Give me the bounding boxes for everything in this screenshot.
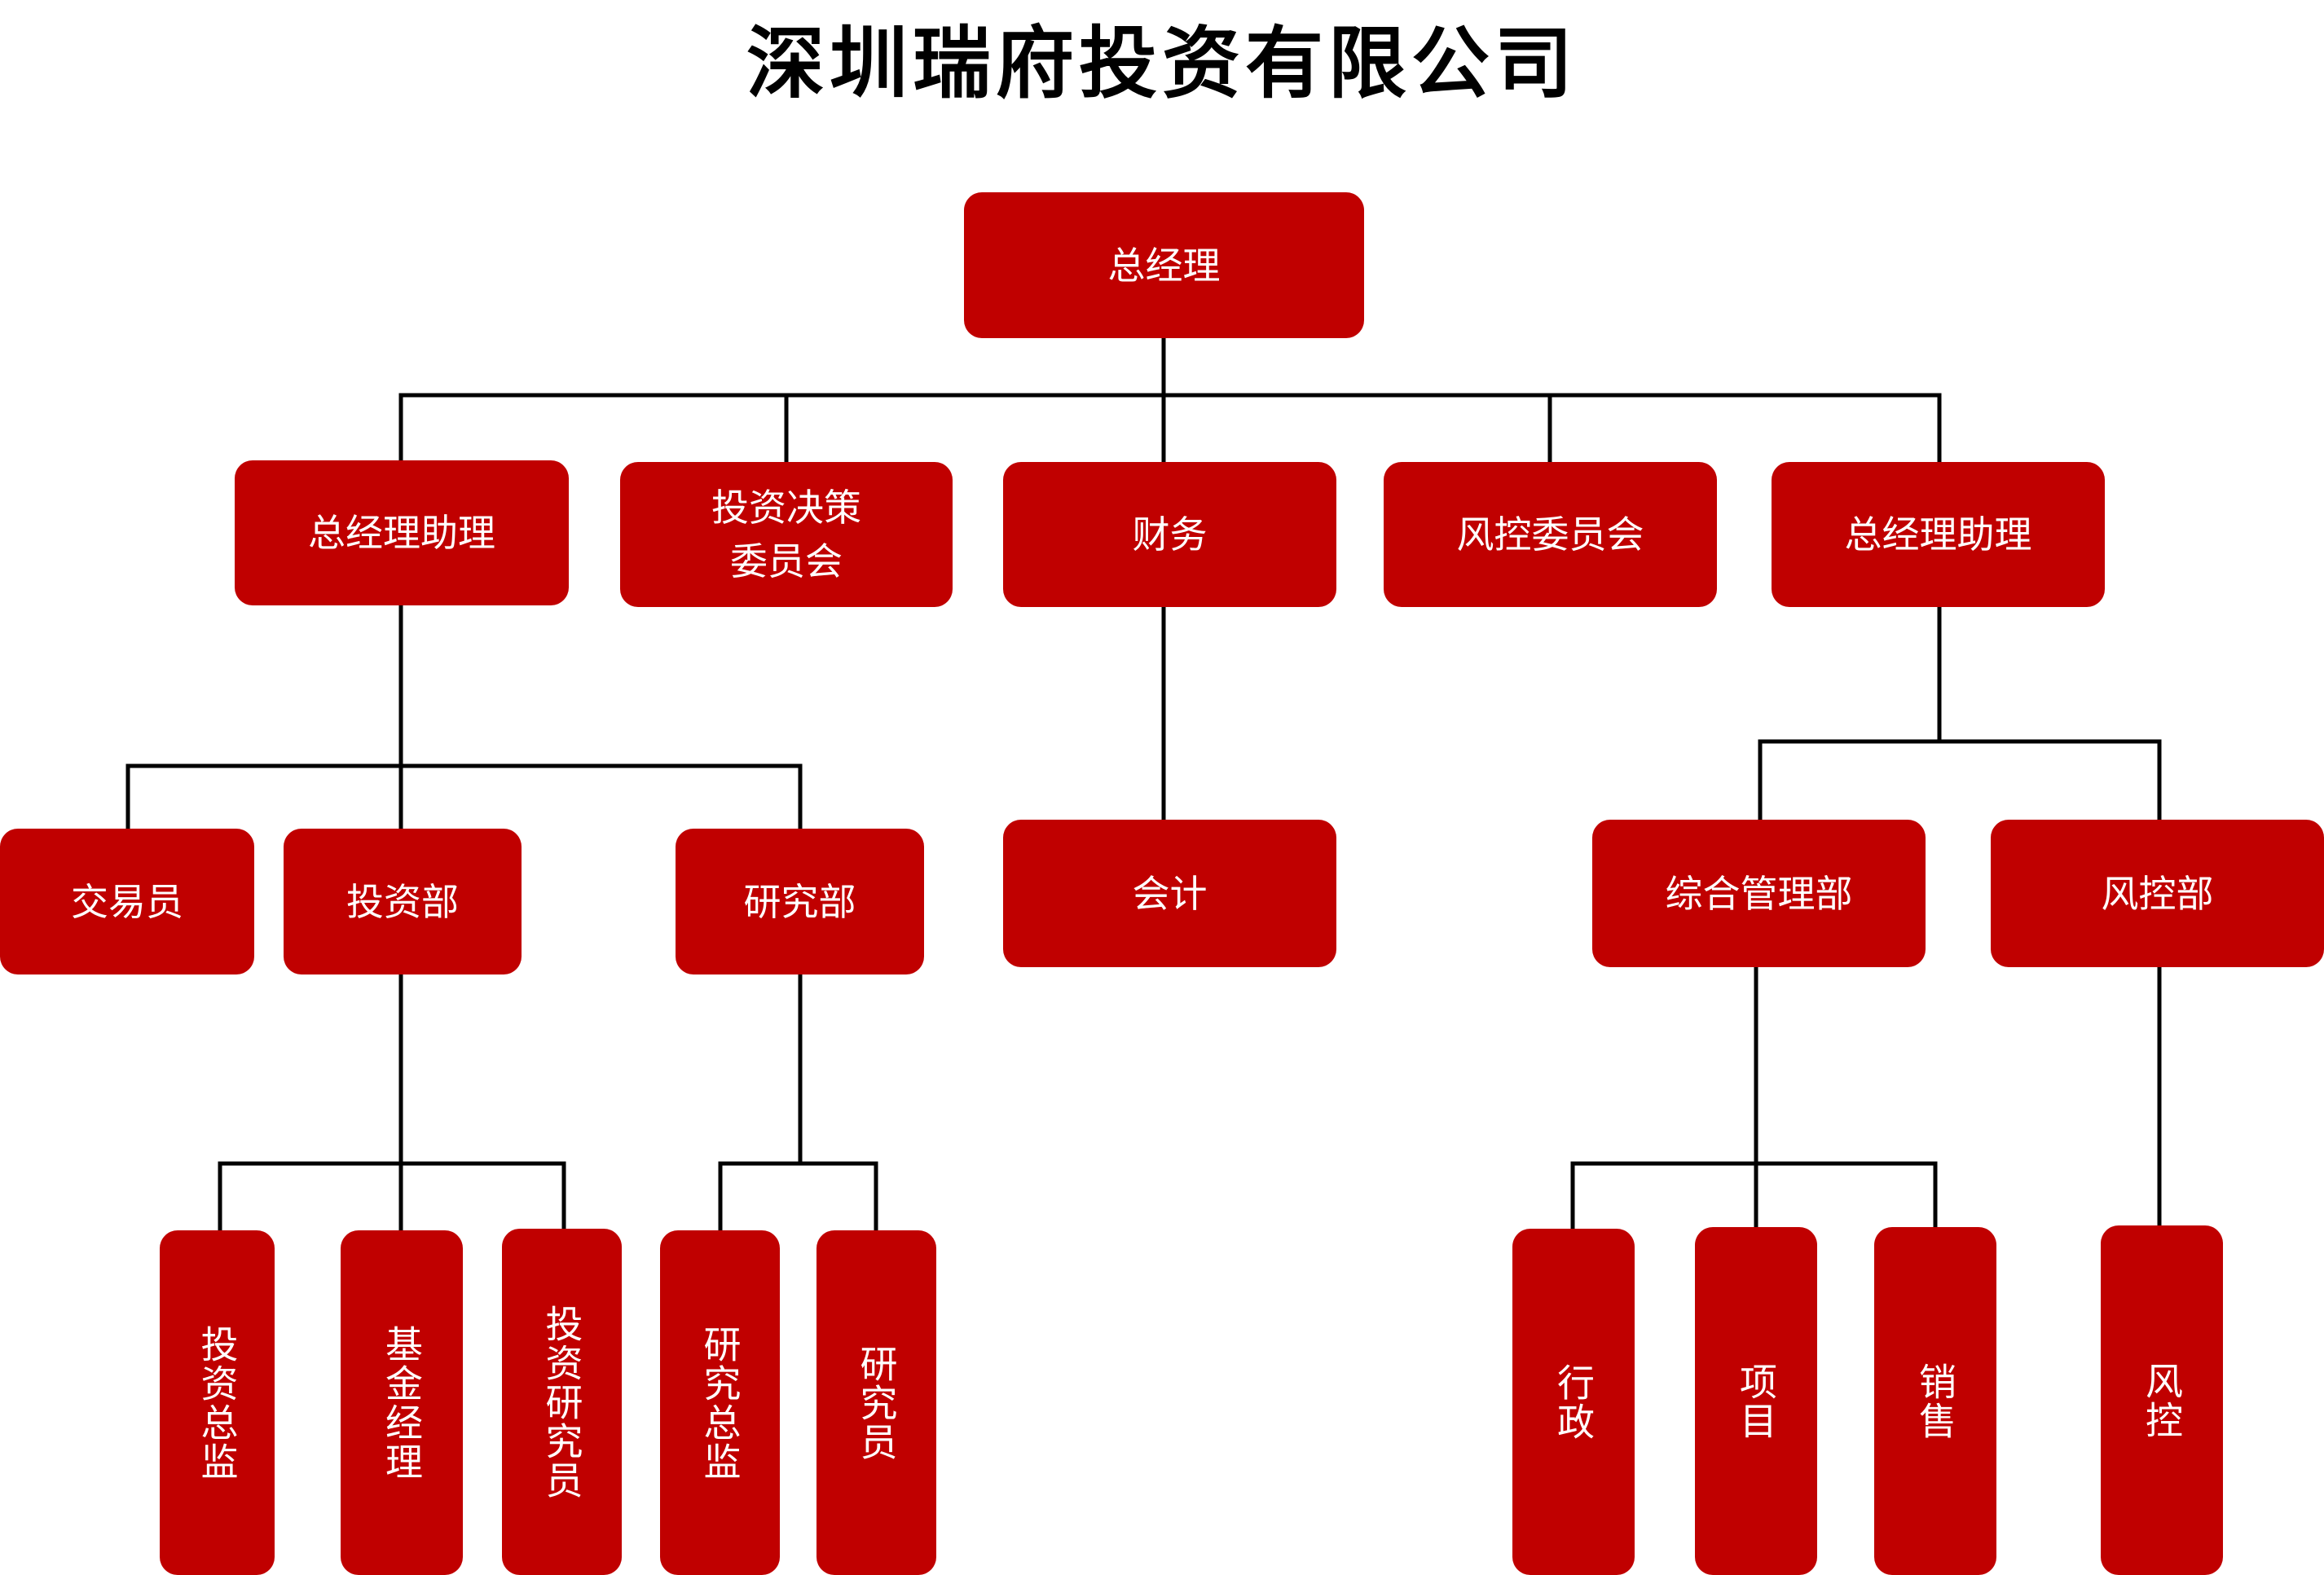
node-general-manager: 总经理 <box>964 192 1364 338</box>
node-label: 总经理 <box>1107 243 1221 288</box>
node-risk-dept: 风控部 <box>1991 820 2324 967</box>
node-label: 风控委员会 <box>1456 513 1644 557</box>
node-label: 投资部 <box>346 879 459 924</box>
node-trader: 交易员 <box>0 829 254 974</box>
node-risk-control: 风控 <box>2101 1225 2223 1575</box>
node-label: 总经理助理 <box>1844 513 2032 557</box>
node-label: 会计 <box>1132 871 1208 916</box>
node-label: 销售 <box>1913 1362 1957 1441</box>
node-investment-committee: 投资决策 委员会 <box>620 462 953 607</box>
node-label: 研究部 <box>743 879 856 924</box>
node-fund-manager: 基金经理 <box>341 1230 463 1575</box>
node-researcher: 研究员 <box>816 1230 936 1575</box>
node-label: 行政 <box>1552 1362 1596 1441</box>
node-research-dept: 研究部 <box>676 829 924 974</box>
node-administration: 行政 <box>1512 1229 1635 1575</box>
node-label: 风控 <box>2140 1361 2184 1440</box>
node-projects: 项目 <box>1695 1227 1817 1575</box>
node-investment-researcher: 投资研究员 <box>502 1229 622 1575</box>
node-general-mgmt-dept: 综合管理部 <box>1592 820 1926 967</box>
node-label: 投资决策 委员会 <box>711 486 861 583</box>
node-label: 财务 <box>1132 513 1208 557</box>
node-investment-director: 投资总监 <box>160 1230 275 1575</box>
node-research-director: 研究总监 <box>660 1230 780 1575</box>
node-accountant: 会计 <box>1003 820 1336 967</box>
node-finance: 财务 <box>1003 462 1336 607</box>
node-risk-committee: 风控委员会 <box>1384 462 1717 607</box>
node-label: 项目 <box>1734 1362 1778 1441</box>
node-label: 基金经理 <box>380 1324 424 1481</box>
node-label: 投资总监 <box>195 1324 240 1481</box>
node-label: 研究员 <box>854 1344 899 1462</box>
node-label: 交易员 <box>71 879 183 924</box>
node-investment-dept: 投资部 <box>284 829 522 974</box>
node-label: 总经理助理 <box>308 511 495 555</box>
node-gm-assistant-right: 总经理助理 <box>1772 462 2105 607</box>
node-label: 投资研究员 <box>539 1304 584 1500</box>
node-label: 风控部 <box>2101 871 2214 916</box>
node-label: 研究总监 <box>698 1324 742 1481</box>
node-sales: 销售 <box>1874 1227 1996 1575</box>
page-title: 深圳瑞府投资有限公司 <box>746 17 1578 109</box>
node-label: 综合管理部 <box>1665 871 1853 916</box>
node-gm-assistant-left: 总经理助理 <box>235 460 569 605</box>
